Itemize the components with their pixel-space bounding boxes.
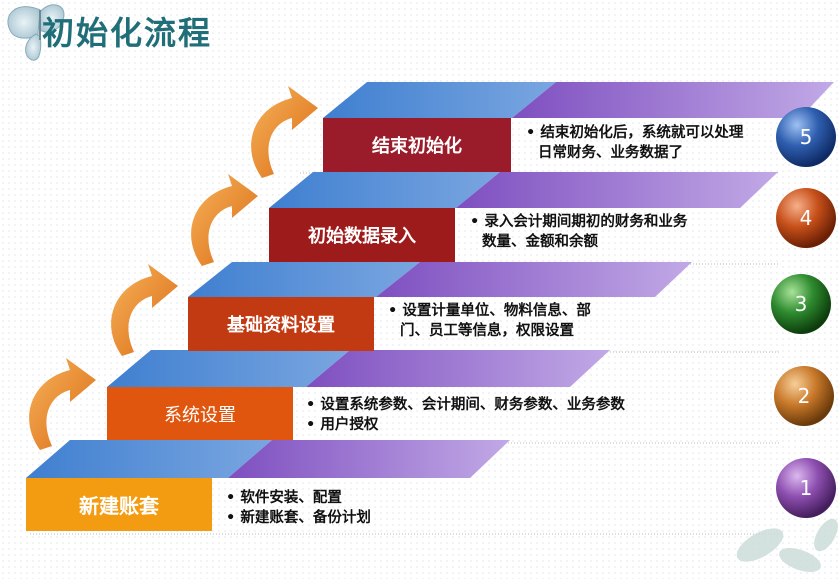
step-1-top <box>26 440 510 478</box>
desc-line: • 用户授权 <box>306 417 379 433</box>
step-5-number: 5 <box>799 125 813 149</box>
desc-line: 数量、金额和余额 <box>482 234 598 250</box>
desc-line: • 设置计量单位、物料信息、部 <box>388 303 591 319</box>
number-ball-1 <box>776 458 836 518</box>
step-3-face <box>188 297 374 351</box>
desc-line: • 软件安装、配置 <box>226 490 342 506</box>
step-2-description: • 设置系统参数、会计期间、财务参数、业务参数 • 用户授权 <box>306 395 625 435</box>
step-2-face <box>107 387 293 440</box>
curved-arrow-icon <box>29 86 318 450</box>
desc-line: 门、员工等信息，权限设置 <box>400 323 574 339</box>
number-ball-4 <box>776 188 836 248</box>
step-2-number: 2 <box>797 384 811 408</box>
step-1-description: • 软件安装、配置 • 新建账套、备份计划 <box>226 488 371 528</box>
step-5-description: • 结束初始化后，系统就可以处理 日常财务、业务数据了 <box>526 123 743 163</box>
step-5-face <box>323 118 511 172</box>
step-3-description: • 设置计量单位、物料信息、部 门、员工等信息，权限设置 <box>388 301 591 341</box>
leaf-decoration <box>736 518 838 573</box>
desc-line: • 录入会计期间期初的财务和业务 <box>470 214 688 230</box>
step-3-number: 3 <box>794 292 808 316</box>
desc-line: • 结束初始化后，系统就可以处理 <box>526 125 744 141</box>
step-4-label: 初始数据录入 <box>308 226 416 247</box>
step-2-top <box>107 350 610 387</box>
step-5-top <box>323 82 834 118</box>
desc-line: 日常财务、业务数据了 <box>538 145 683 161</box>
step-4-description: • 录入会计期间期初的财务和业务 数量、金额和余额 <box>470 212 687 252</box>
step-3-label: 基础资料设置 <box>227 315 335 336</box>
butterfly-icon <box>7 4 65 61</box>
step-1-number: 1 <box>799 476 813 500</box>
number-ball-2 <box>774 366 834 426</box>
step-4-number: 4 <box>799 206 813 230</box>
page-title: 初始化流程 <box>42 14 213 52</box>
step-4-top <box>269 172 778 208</box>
step-4-face <box>269 208 455 262</box>
desc-line: • 设置系统参数、会计期间、财务参数、业务参数 <box>306 397 625 413</box>
number-ball-5 <box>776 107 836 167</box>
step-1-face <box>26 478 212 531</box>
step-2-label: 系统设置 <box>164 404 236 426</box>
desc-line: • 新建账套、备份计划 <box>226 510 371 526</box>
step-1-label: 新建账套 <box>79 494 159 518</box>
number-ball-3 <box>771 274 831 334</box>
step-3-top <box>188 262 692 297</box>
step-5-label: 结束初始化 <box>372 136 462 157</box>
